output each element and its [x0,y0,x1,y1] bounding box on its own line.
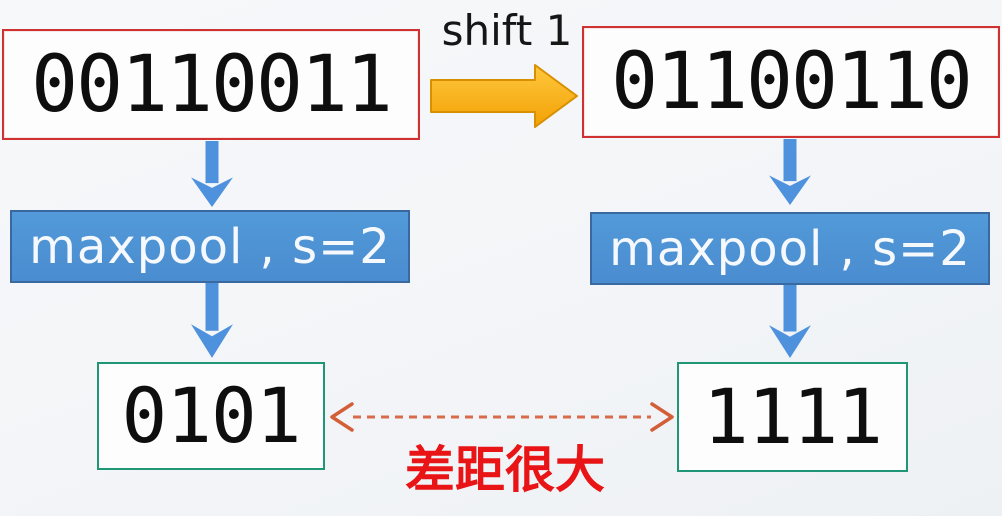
output-binary-left-value: 0101 [121,371,301,460]
output-binary-right-value: 1111 [702,372,883,461]
maxpool-left-box: maxpool , s=2 [10,210,410,283]
shift-label: shift 1 [441,6,573,55]
output-binary-right-box: 1111 [677,362,908,472]
gap-double-arrow-icon [330,402,674,432]
down-arrow-left-top-icon [191,141,233,208]
maxpool-right-box: maxpool , s=2 [590,212,990,285]
maxpool-right-label: maxpool , s=2 [609,220,971,277]
input-binary-left-value: 00110011 [31,39,393,130]
down-arrow-right-top-icon [769,139,811,206]
input-binary-right-value: 01100110 [611,37,973,127]
input-binary-left-box: 00110011 [2,29,420,140]
maxpool-left-label: maxpool , s=2 [29,218,391,275]
down-arrow-right-bottom-icon [769,285,811,358]
output-binary-left-box: 0101 [97,362,325,470]
gap-label: 差距很大 [405,441,605,499]
shift-right-arrow-icon [430,64,578,128]
input-binary-right-box: 01100110 [582,26,1000,138]
down-arrow-left-bottom-icon [191,283,233,358]
